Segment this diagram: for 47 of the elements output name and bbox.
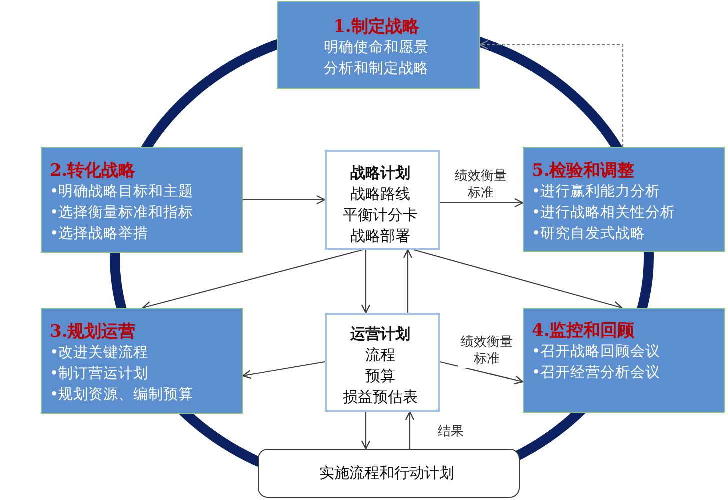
plan-item: 战略部署 (350, 226, 410, 247)
step-box (41, 308, 243, 414)
step-box (523, 308, 725, 413)
arrow (440, 361, 524, 385)
step-title: 2.转化战略 (50, 160, 136, 182)
step-text: •选择战略举措 (50, 224, 149, 244)
step-title: 1.制定战略 (334, 16, 420, 38)
plan-title: 战略计划 (350, 163, 410, 184)
step-text: •进行赢利能力分析 (532, 183, 661, 202)
step-text: •研究自发式战略 (532, 225, 646, 244)
arrow (243, 195, 326, 205)
action-text: 实施流程和行动计划 (320, 463, 454, 483)
arrow (361, 412, 371, 450)
plan-item: 预算 (366, 366, 396, 387)
arrow (361, 250, 371, 314)
arrow (403, 249, 413, 313)
arrow (242, 361, 326, 380)
arrow (440, 198, 524, 208)
step-box (277, 1, 480, 89)
step-text: •制订营运计划 (50, 365, 149, 384)
step-title: 3.规划运营 (50, 321, 136, 343)
step-box (41, 147, 243, 253)
step-text: •进行战略相关性分析 (532, 204, 676, 223)
arrow (414, 249, 623, 310)
step-text: •改进关键流程 (50, 344, 149, 363)
step-text: 明确使命和愿景 (324, 39, 429, 58)
step-text: •召开经营分析会议 (532, 364, 661, 383)
dashed-arrow (479, 40, 624, 147)
plan-box (325, 150, 440, 250)
step-text: 分析和制定战略 (324, 60, 429, 79)
step-text: •规划资源、编制预算 (50, 386, 194, 405)
plan-title: 运营计划 (350, 324, 410, 345)
plan-item: 平衡计分卡 (343, 205, 418, 226)
edge-label: 结果 (437, 424, 465, 440)
action-box (258, 449, 520, 498)
arrow (405, 411, 415, 449)
step-text: •明确战略目标和主题 (50, 182, 194, 202)
plan-item: 流程 (366, 345, 396, 366)
step-title: 5.检验和调整 (532, 160, 635, 182)
step-box (523, 147, 725, 252)
plan-box (325, 313, 440, 412)
plan-item: 损益预估表 (343, 387, 418, 408)
plan-item: 战略路线 (350, 184, 410, 205)
step-text: •选择衡量标准和指标 (50, 204, 194, 223)
step-title: 4.监控和回顾 (532, 320, 635, 342)
arrow (142, 249, 364, 310)
step-text: •召开战略回顾会议 (532, 342, 661, 362)
